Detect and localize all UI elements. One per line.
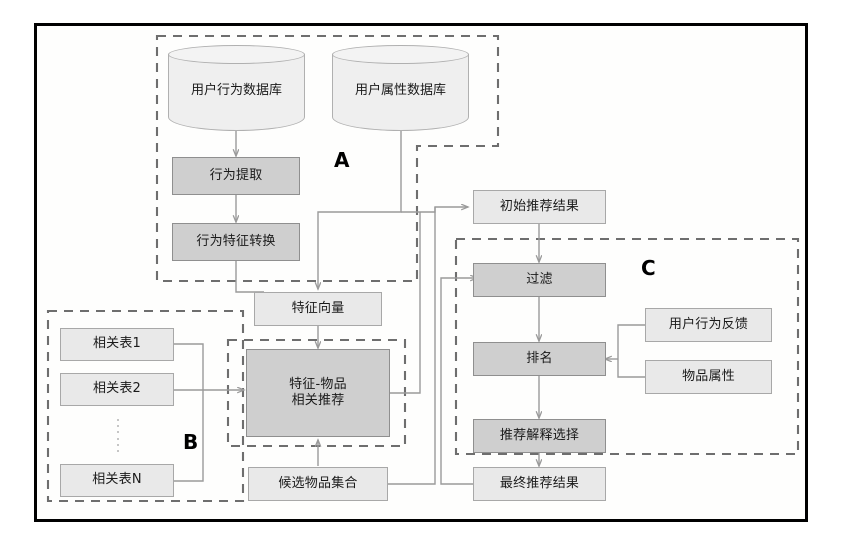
cylinder-body — [332, 54, 469, 131]
node-ranking[interactable]: 排名 — [473, 342, 606, 376]
edge-itemattr-bus — [617, 359, 645, 378]
cylinder-top — [168, 45, 305, 64]
node-feature-item-recommendation[interactable]: 特征-物品 相关推荐 — [246, 349, 390, 437]
database-user-behavior[interactable]: 用户行为数据库 — [168, 45, 305, 131]
edge-attrdb-to-vector — [318, 131, 402, 289]
node-recommendation-explanation-selection[interactable]: 推荐解释选择 — [473, 419, 606, 453]
edge-final-feedback-loop — [440, 278, 478, 485]
node-initial-recommendation-result[interactable]: 初始推荐结果 — [473, 190, 606, 224]
region-c-outline — [454, 237, 800, 456]
region-a-outline — [155, 34, 500, 283]
database-user-attribute-label: 用户属性数据库 — [354, 82, 446, 98]
cylinder-body — [168, 54, 305, 131]
region-label-a: A — [334, 148, 350, 172]
edge-candidate-to-initial — [388, 207, 436, 485]
node-feature-vector[interactable]: 特征向量 — [254, 292, 382, 326]
vertical-ellipsis-icon — [116, 419, 120, 452]
node-candidate-item-set[interactable]: 候选物品集合 — [248, 467, 388, 501]
node-item-attribute[interactable]: 物品属性 — [645, 360, 772, 394]
database-user-behavior-label: 用户行为数据库 — [190, 82, 282, 98]
edge-recommendation-to-initial — [390, 212, 421, 394]
region-label-b: B — [183, 430, 199, 454]
database-user-attribute[interactable]: 用户属性数据库 — [332, 45, 469, 131]
node-feature-item-recommendation-line1: 特征-物品 — [289, 376, 347, 392]
node-relation-table-2[interactable]: 相关表2 — [60, 373, 174, 406]
node-user-behavior-feedback[interactable]: 用户行为反馈 — [645, 308, 772, 342]
region-b-outline — [46, 309, 245, 503]
edge-table1-bus — [174, 343, 204, 390]
node-relation-table-n[interactable]: 相关表N — [60, 464, 174, 497]
node-final-recommendation-result[interactable]: 最终推荐结果 — [473, 467, 606, 501]
node-filter[interactable]: 过滤 — [473, 263, 606, 297]
edge-transform-to-vector — [235, 261, 264, 293]
edge-feedback-bus — [617, 324, 645, 359]
cylinder-top — [332, 45, 469, 64]
node-relation-table-1[interactable]: 相关表1 — [60, 328, 174, 361]
region-label-c: C — [641, 256, 656, 280]
node-feature-item-recommendation-line2: 相关推荐 — [291, 393, 345, 408]
node-behavior-extraction[interactable]: 行为提取 — [172, 157, 300, 195]
edge-tableN-bus — [174, 390, 204, 482]
node-behavior-feature-transform[interactable]: 行为特征转换 — [172, 223, 300, 261]
